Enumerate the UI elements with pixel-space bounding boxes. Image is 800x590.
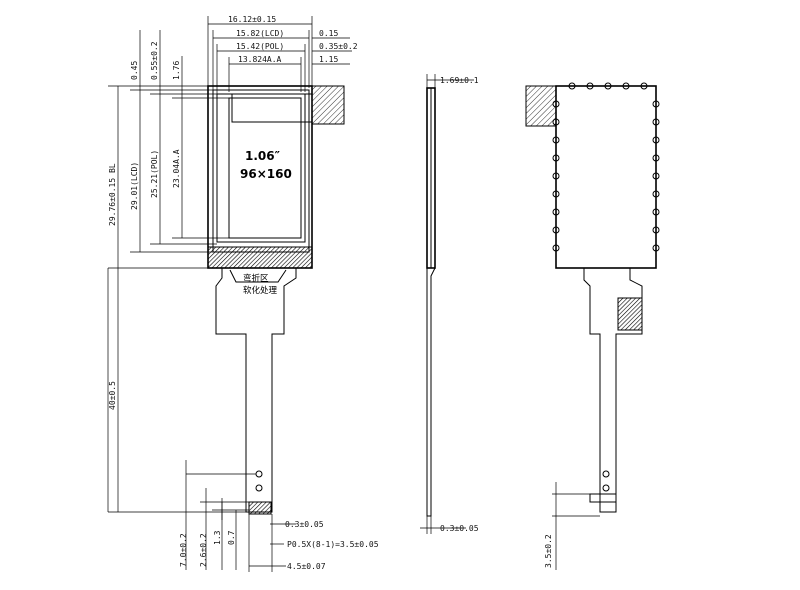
side-view: 1.69±0.1 0.3±0.05 [420, 74, 479, 534]
dim-left-176: 1.76 [172, 61, 181, 80]
back-bumps [552, 82, 660, 252]
back-view: 3.5±0.2 [525, 82, 660, 570]
dim-bl-height: 29.76±0.15 BL [108, 163, 117, 226]
back-hatched-tab [525, 85, 557, 127]
dim-contact-width: 4.5±0.07 [287, 562, 326, 571]
dim-top-right-2: 0.35±0.2 [319, 42, 358, 51]
dim-overall-width: 16.12±0.15 [228, 15, 276, 24]
fpc-hole-2 [255, 484, 263, 492]
dim-aa-width: 13.824A.A [238, 55, 282, 64]
back-hole-1 [602, 470, 610, 478]
side-fpc [426, 267, 436, 517]
dim-top-right-3: 1.15 [319, 55, 338, 64]
dim-lcd-height: 29.01(LCD) [130, 162, 139, 210]
dim-pol-width: 15.42(POL) [236, 42, 284, 51]
front-view: 16.12±0.15 15.82(LCD) 15.42(POL) 13.824A… [107, 15, 379, 572]
front-bottom-strip [207, 246, 313, 269]
dim-left-045: 0.45 [130, 61, 139, 80]
dim-bottom-70: 7.0±0.2 [179, 533, 188, 567]
dim-lcd-width: 15.82(LCD) [236, 29, 284, 38]
dim-left-055: 0.55±0.2 [150, 41, 159, 80]
display-size-label: 1.06″ [245, 149, 281, 163]
dim-pitch-width: 0.3±0.05 [285, 520, 324, 529]
side-fpc-thickness-dim: 0.3±0.05 [440, 524, 479, 533]
active-area [228, 97, 302, 239]
side-thickness-dim: 1.69±0.1 [440, 76, 479, 85]
resolution-label: 96×160 [240, 167, 292, 181]
back-hole-2 [602, 484, 610, 492]
dim-bottom-26: 2.6±0.2 [199, 533, 208, 567]
back-outline [555, 85, 657, 269]
fpc-hole-1 [255, 470, 263, 478]
back-stiffener-dim: 3.5±0.2 [544, 534, 553, 568]
back-stiffener [617, 297, 643, 331]
dim-bottom-07: 0.7 [227, 530, 236, 545]
dim-pitch: P0.5X(8-1)=3.5±0.05 [287, 540, 379, 549]
back-contact-stiffener [589, 493, 617, 503]
fpc-length-dim: 40±0.5 [108, 381, 117, 410]
fpc-contacts [248, 501, 272, 515]
dim-top-right-1: 0.15 [319, 29, 338, 38]
front-hatched-tab [311, 85, 345, 125]
dim-pol-height: 25.21(POL) [150, 150, 159, 198]
dim-bottom-13: 1.3 [213, 530, 222, 545]
softening-label: 软化处理 [243, 285, 278, 296]
dim-aa-height: 23.04A.A [172, 149, 181, 188]
fpc-bend-zone [229, 269, 287, 283]
front-tab-inner [231, 93, 313, 123]
bend-area-label: 弯折区 [243, 273, 269, 284]
back-fpc [583, 268, 643, 513]
